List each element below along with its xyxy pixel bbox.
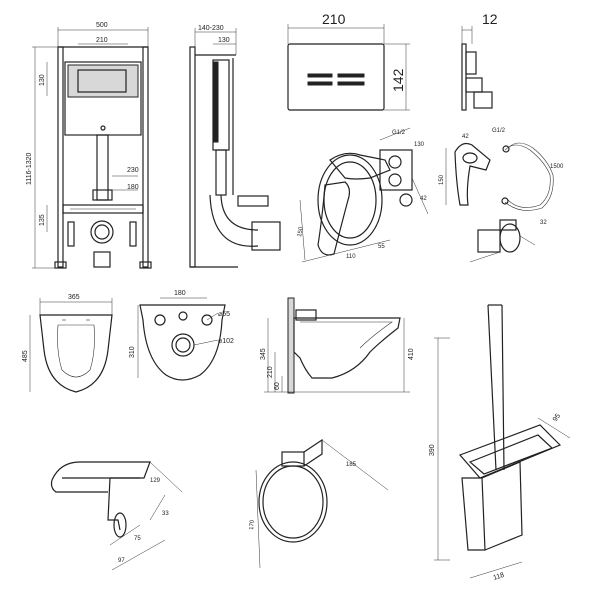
frame-top-offset-label: 130 — [39, 74, 46, 86]
installation-frame-side-view — [190, 28, 280, 267]
paper-holder-dim-2: 33 — [162, 511, 169, 517]
frame-side-depth-label: 140-230 — [198, 25, 224, 32]
toilet-bolt-dia-label: ⌀55 — [218, 311, 230, 318]
flush-plate-height-label: 142 — [390, 68, 406, 92]
mixer-dim-6: 42 — [420, 196, 427, 202]
shower-dim-5: 32 — [540, 220, 547, 226]
toilet-side-height-2: 210 — [267, 366, 274, 378]
toilet-outlet-height-label: 310 — [129, 346, 136, 358]
paper-holder-dim-3: 75 — [134, 536, 141, 542]
flush-plate-thickness-label: 12 — [482, 11, 498, 27]
toilet-side-view — [264, 298, 410, 393]
frame-pipe-height-1: 230 — [127, 167, 139, 174]
frame-pipe-height-2: 180 — [127, 184, 139, 191]
hygienic-shower-drawing — [446, 143, 553, 262]
brush-holder-depth-label: 95 — [552, 413, 562, 423]
shower-dim-2: 42 — [462, 134, 469, 140]
shower-dim-4: 1500 — [550, 164, 564, 170]
frame-bolt-height-label: 135 — [39, 214, 46, 226]
towel-ring-drawing — [256, 440, 388, 568]
brush-holder-height-label: 390 — [429, 444, 436, 456]
flush-plate-side-view — [462, 26, 492, 110]
toilet-side-total-label: 410 — [408, 348, 415, 360]
mixer-dim-3: 55 — [378, 244, 385, 250]
toilet-brush-holder-drawing — [434, 305, 570, 578]
mixer-dim-5: 130 — [414, 142, 425, 148]
toilet-back-view — [138, 298, 225, 380]
toilet-hole-spacing-label: 180 — [174, 290, 186, 297]
frame-width-label: 500 — [96, 22, 108, 29]
frame-inner-width-label: 210 — [96, 37, 108, 44]
installation-frame-front-view — [32, 27, 151, 268]
flush-plate-front-view — [288, 24, 410, 110]
toilet-width-label: 365 — [68, 294, 80, 301]
toilet-side-height-1: 345 — [260, 348, 267, 360]
mixer-dim-2: 110 — [346, 254, 356, 260]
mixer-dim-1: 150 — [297, 226, 305, 238]
mixer-dim-4: G1/2 — [392, 130, 406, 136]
frame-height-label: 1116-1320 — [26, 152, 33, 185]
toilet-side-height-3: 60 — [274, 382, 281, 390]
shower-dim-3: G1/2 — [492, 128, 506, 134]
concealed-mixer-drawing — [300, 128, 428, 262]
towel-ring-dim-1: 185 — [346, 462, 357, 468]
paper-holder-dim-1: 129 — [150, 478, 161, 484]
towel-ring-dim-2: 170 — [249, 519, 256, 530]
frame-side-inner-label: 130 — [218, 37, 230, 44]
brush-holder-width-label: 118 — [492, 572, 505, 582]
shower-dim-1: 150 — [439, 174, 445, 185]
toilet-top-view — [30, 298, 112, 392]
toilet-outlet-dia-label: ⌀102 — [218, 338, 234, 345]
toilet-length-label: 485 — [22, 350, 29, 362]
flush-plate-width-label: 210 — [322, 11, 346, 27]
paper-holder-dim-4: 97 — [118, 558, 125, 564]
